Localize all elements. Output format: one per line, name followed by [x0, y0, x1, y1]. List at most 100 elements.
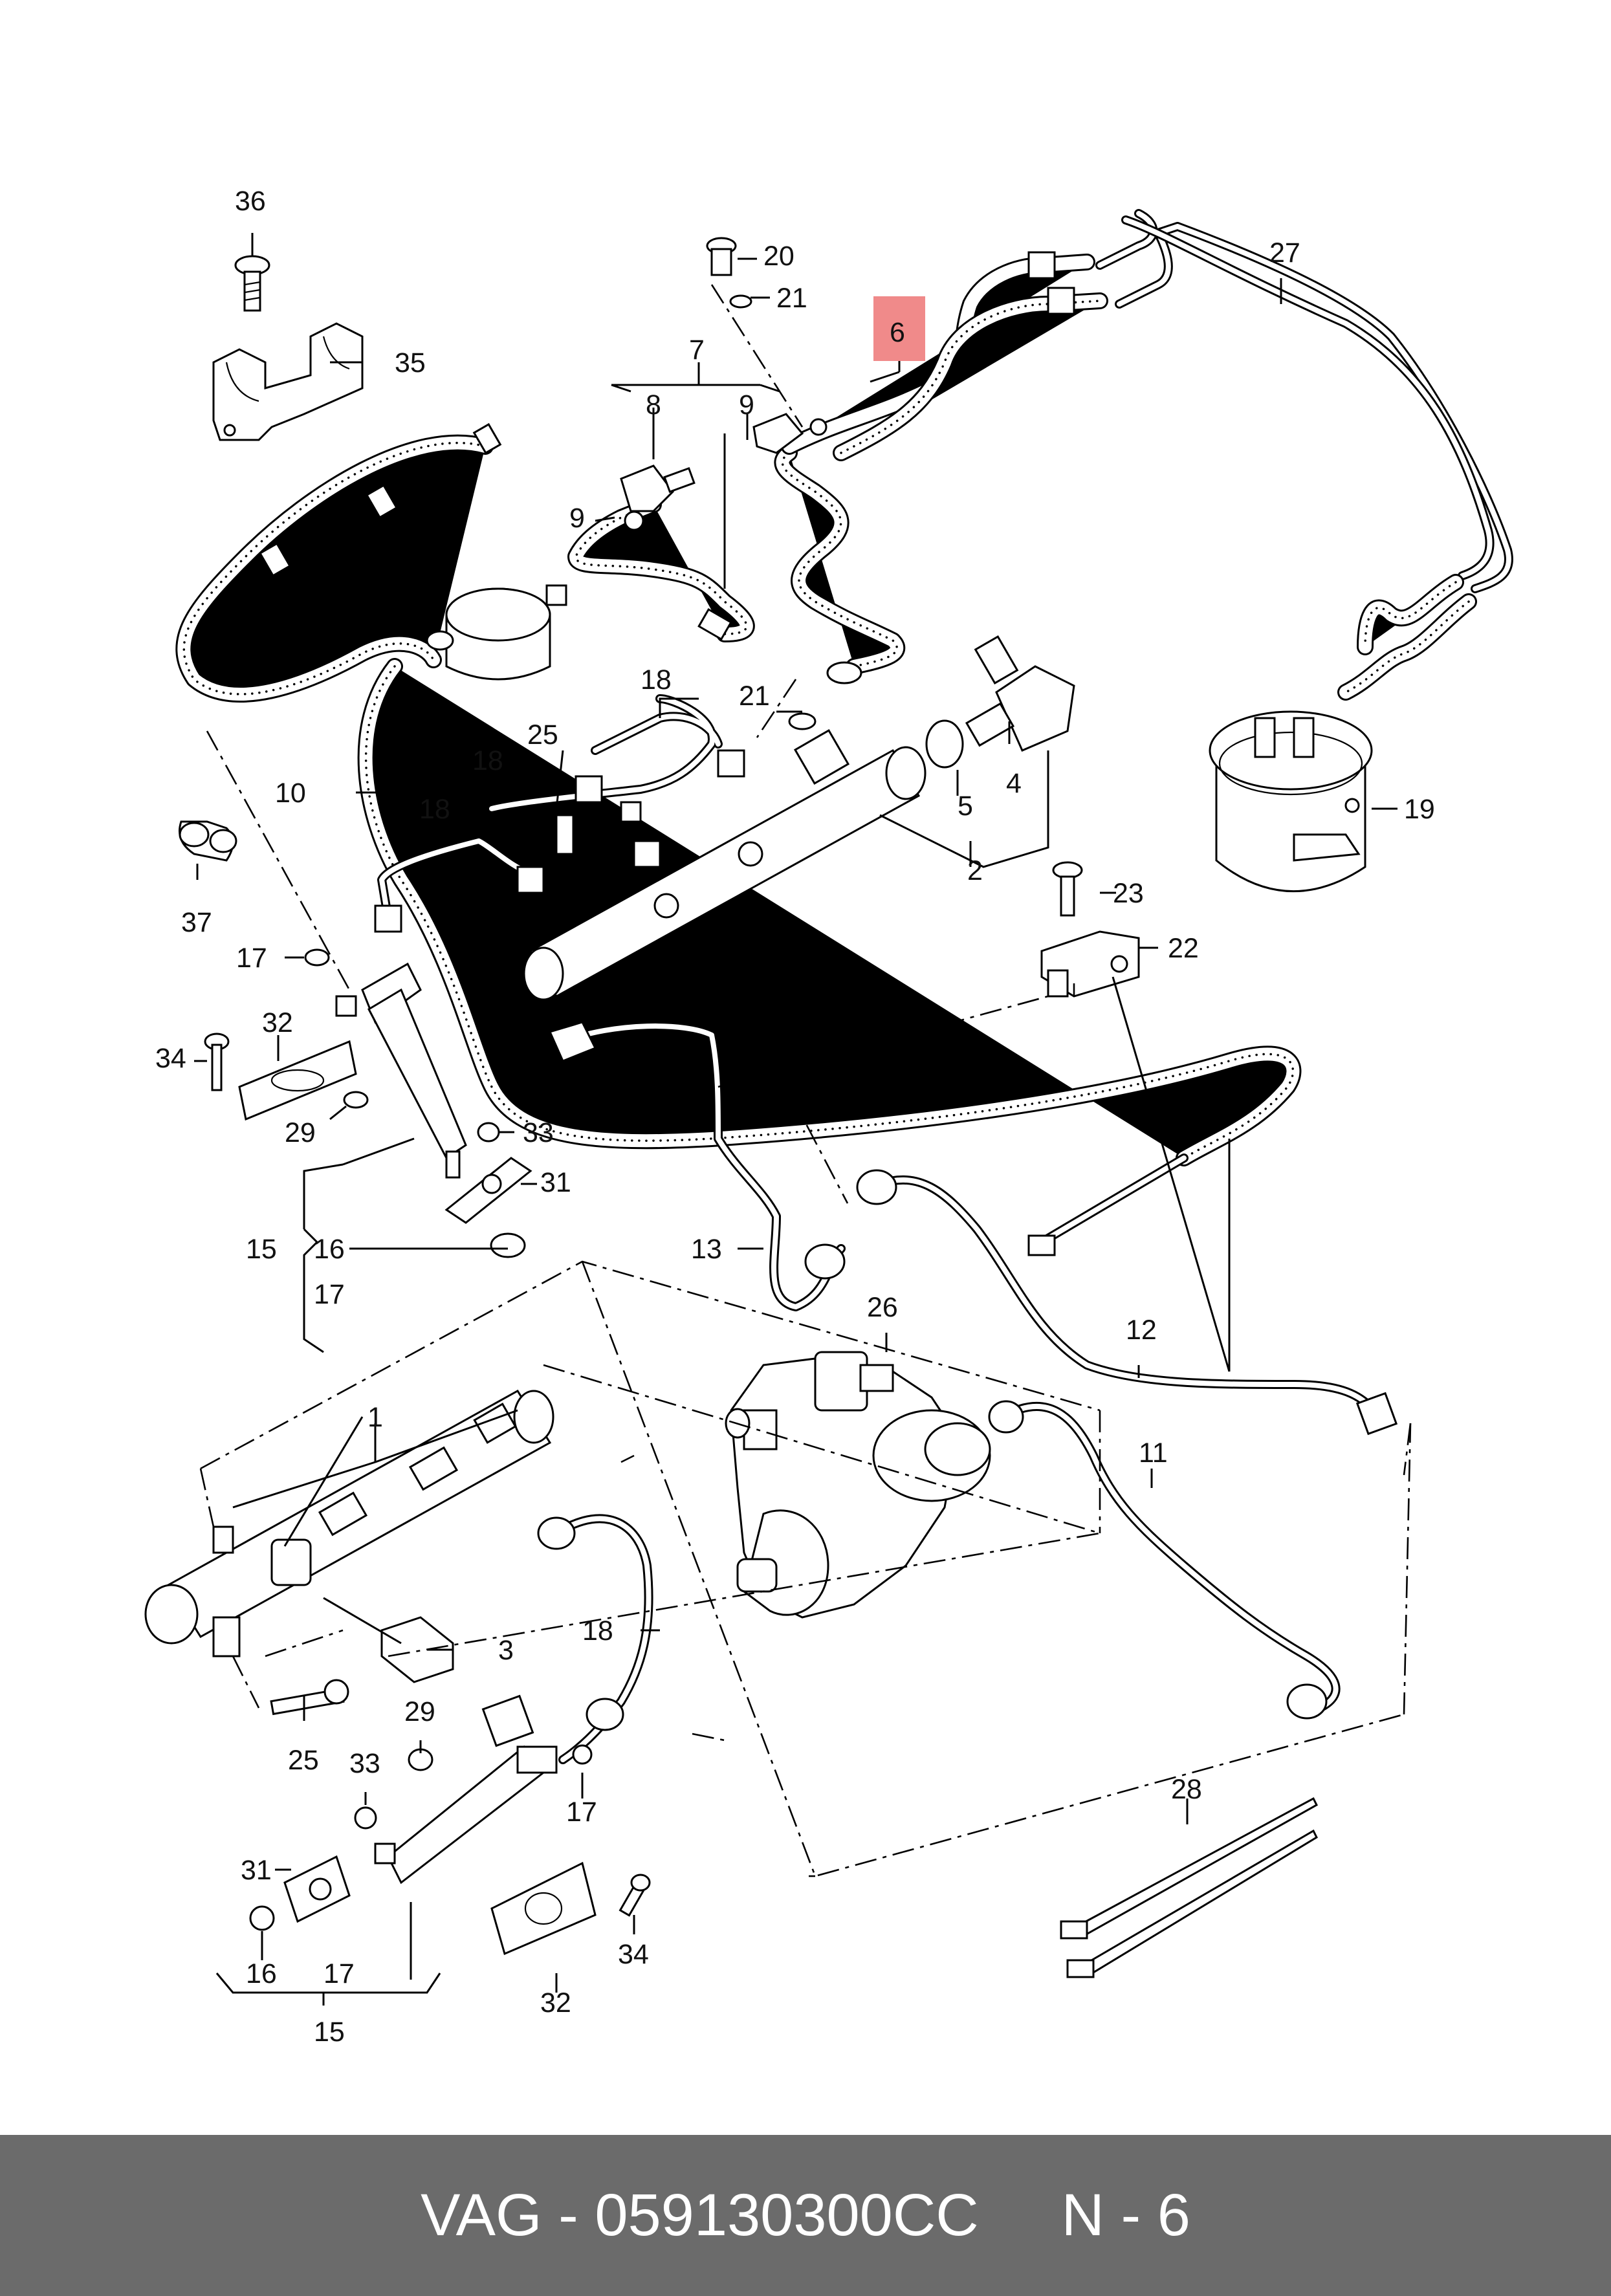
callout-17b: 17 — [314, 1279, 345, 1310]
o-ring-17-upper — [304, 948, 330, 967]
footer-separator: - — [542, 2182, 595, 2248]
callout-6: 6 — [890, 317, 905, 348]
callout-17c: 17 — [566, 1797, 597, 1828]
callout-35: 35 — [395, 347, 426, 378]
part-number-footer: VAG - 059130300CC N - 6 — [0, 2135, 1611, 2296]
high-pressure-pump-26 — [725, 1351, 991, 1619]
pressure-sensor-3 — [380, 1616, 454, 1683]
washer-21-mid — [788, 712, 816, 730]
leader-lines — [194, 233, 1397, 2006]
clamp-32-upper — [238, 1040, 357, 1121]
callout-15a: 15 — [246, 1234, 277, 1265]
banjo-bolt-20 — [706, 237, 737, 276]
injector-lines-18-lower — [537, 1514, 653, 1764]
return-hose-7 — [576, 465, 747, 639]
clamp-32-lower — [490, 1861, 597, 1956]
callout-36: 36 — [235, 186, 266, 217]
callout-16b: 16 — [246, 1958, 277, 1989]
seal-5 — [925, 719, 964, 769]
callout-23: 23 — [1113, 878, 1144, 909]
callout-7: 7 — [689, 334, 705, 366]
washer-21-top — [729, 294, 752, 309]
callout-34b: 34 — [618, 1939, 649, 1970]
callout-33b: 33 — [349, 1748, 380, 1779]
callout-16a: 16 — [314, 1234, 345, 1265]
callout-5: 5 — [958, 791, 973, 822]
callout-13: 13 — [691, 1234, 722, 1265]
bracket-35 — [212, 322, 364, 441]
fuel-line-27 — [1095, 209, 1513, 593]
callout-25a: 25 — [527, 719, 558, 750]
grouping-dashed-lines — [199, 284, 1412, 1877]
callout-18d: 18 — [582, 1615, 613, 1646]
callout-18b: 18 — [472, 745, 503, 776]
callout-28: 28 — [1171, 1774, 1202, 1805]
callout-9b: 9 — [569, 503, 585, 534]
callout-32b: 32 — [540, 1987, 571, 2018]
o-ring-17-lower — [572, 1744, 593, 1765]
nut-33-upper — [477, 1122, 500, 1143]
injector-lower — [374, 1694, 558, 1885]
callout-22: 22 — [1168, 933, 1199, 964]
callout-1: 1 — [367, 1402, 383, 1433]
callout-29b: 29 — [404, 1696, 435, 1727]
bolt-25-lower — [270, 1679, 349, 1716]
fuel-hose-10 — [184, 443, 1293, 1158]
callout-17d: 17 — [323, 1958, 355, 1989]
fuel-filter-19 — [1209, 710, 1373, 893]
callout-15b: 15 — [314, 2017, 345, 2048]
footer-gap — [979, 2181, 1062, 2249]
flange-31-upper — [444, 1157, 532, 1224]
callout-25b: 25 — [288, 1745, 319, 1776]
high-pressure-line-13 — [548, 1021, 846, 1311]
pressure-sensor-4 — [965, 635, 1075, 752]
callout-18a: 18 — [641, 664, 672, 695]
callout-18c: 18 — [419, 794, 450, 825]
callout-8: 8 — [646, 389, 661, 421]
callout-27: 27 — [1269, 237, 1300, 268]
bolt-34-lower — [619, 1874, 651, 1917]
callout-26: 26 — [867, 1292, 898, 1323]
callout-21a: 21 — [776, 283, 807, 314]
callout-labels: 36 35 20 21 6 27 7 8 9 9 18 21 5 4 19 25… — [155, 186, 1435, 2048]
callout-11: 11 — [1139, 1438, 1168, 1469]
bolt-23 — [1052, 861, 1083, 917]
callout-32a: 32 — [262, 1007, 293, 1038]
callout-31b: 31 — [241, 1855, 272, 1886]
callout-31a: 31 — [540, 1167, 571, 1198]
filter-canister — [426, 584, 567, 681]
bracket-22 — [1040, 930, 1140, 998]
fuel-rail-2 — [523, 728, 926, 1001]
bolt-36 — [234, 255, 270, 312]
hose-to-filter — [1346, 582, 1469, 692]
nut-33-lower — [354, 1806, 377, 1830]
footer-position-label: N - 6 — [1061, 2182, 1190, 2248]
bolt-34-upper — [204, 1033, 230, 1091]
callout-12: 12 — [1126, 1315, 1157, 1346]
injector-lines-18-upper — [374, 694, 745, 933]
callout-20: 20 — [763, 241, 795, 272]
callout-33a: 33 — [523, 1117, 554, 1148]
high-pressure-line-11 — [988, 1400, 1341, 1720]
footer-part-number: 059130300CC — [595, 2182, 979, 2248]
hose-clips — [258, 422, 502, 577]
high-pressure-line-12 — [856, 1169, 1398, 1436]
callout-4: 4 — [1006, 768, 1022, 799]
callout-17a: 17 — [236, 943, 267, 974]
injector-upper — [335, 962, 467, 1179]
callout-9a: 9 — [739, 389, 754, 421]
callout-19: 19 — [1404, 794, 1435, 825]
fuel-rail-1 — [144, 1389, 554, 1657]
callout-37: 37 — [181, 907, 212, 938]
washer-16-lower — [249, 1905, 275, 1931]
return-hose-6 — [752, 251, 1100, 684]
callout-34a: 34 — [155, 1043, 186, 1074]
callout-3: 3 — [498, 1635, 514, 1666]
parts-diagram: 36 35 20 21 6 27 7 8 9 9 18 21 5 4 19 25… — [144, 186, 1513, 2048]
hose-section-lower — [1027, 1153, 1189, 1256]
callout-2: 2 — [967, 855, 983, 886]
flange-31-lower — [283, 1855, 351, 1923]
callout-29a: 29 — [285, 1117, 316, 1148]
cable-ties-28 — [1060, 1797, 1318, 1978]
callout-10: 10 — [275, 778, 306, 809]
